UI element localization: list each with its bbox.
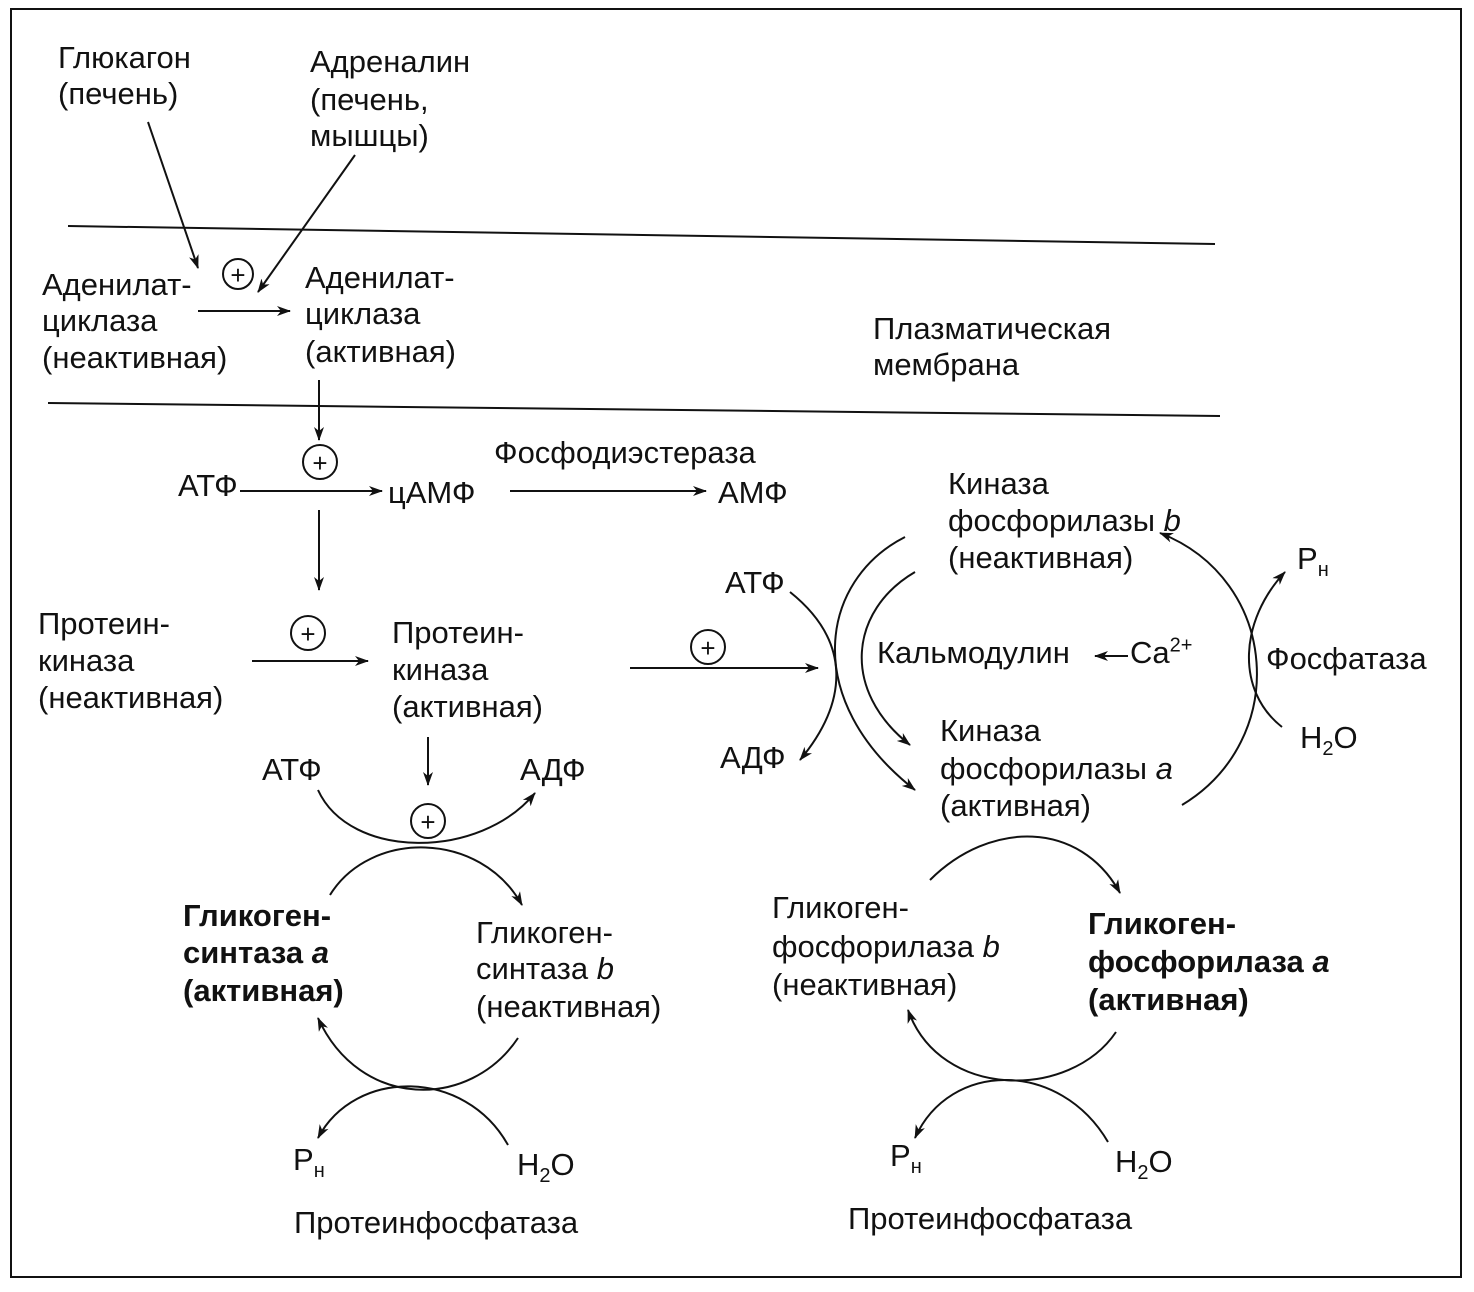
phosphorylase-b-label-2: фосфорилаза b	[772, 929, 1000, 964]
phosphodiesterase-label: Фосфодиэстераза	[494, 435, 756, 470]
phk-atp-label: АТФ	[725, 565, 785, 600]
phk-water-pi-arc	[1248, 571, 1286, 728]
phk-b-label-2: фосфорилазы b	[948, 503, 1181, 538]
synthase-atp-label: АТФ	[262, 752, 322, 787]
cyclase-active-label-1: Аденилат-	[305, 260, 455, 295]
phosphorylase-b-to-a-arc	[929, 835, 1121, 894]
phosphorylase-water-pi-arc	[914, 1079, 1109, 1143]
phosphorylase-b-letter: b	[982, 929, 1000, 964]
phosphorylase-a-letter: a	[1312, 944, 1330, 979]
phosphorylase-b-label-1: Гликоген-	[772, 890, 909, 925]
plus-sign-camp	[302, 444, 338, 480]
phk-pi-label: Pн	[1297, 541, 1329, 582]
synthase-pi-label: Pн	[293, 1142, 325, 1183]
phosphorylase-a-to-b-arc	[907, 1009, 1117, 1082]
synthase-a-label-2: синтаза a	[183, 935, 329, 970]
glucagon-label: Глюкагон	[58, 40, 191, 75]
glucagon-arrow	[147, 121, 199, 269]
plus-sign-kinase	[290, 615, 326, 651]
phk-phosphatase-label: Фосфатаза	[1266, 641, 1427, 676]
glucagon-site-label: (печень)	[58, 76, 179, 111]
kinase-inactive-label-3: (неактивная)	[38, 680, 224, 715]
phk-b-to-a-arc	[834, 536, 916, 791]
synthase-adp-label: АДФ	[520, 752, 586, 787]
synthase-b-letter: b	[596, 951, 615, 986]
plus-glyph-phk: +	[700, 633, 715, 663]
synthase-a-to-b-arc	[329, 846, 523, 906]
synthase-b-label-3: (неактивная)	[476, 989, 662, 1024]
phk-calmodulin-arc	[860, 571, 916, 746]
amp-label: АМФ	[718, 475, 788, 510]
membrane-label-1: Плазматическая	[873, 311, 1112, 346]
synthase-phosphatase-label: Протеинфосфатаза	[294, 1205, 579, 1240]
phosphorylase-b-label-3: (неактивная)	[772, 967, 958, 1002]
phosphorylase-a-label-3: (активная)	[1088, 982, 1249, 1017]
kinase-inactive-label-2: киназа	[38, 643, 135, 678]
plus-sign-synthase	[410, 803, 446, 839]
cyclase-active-label-3: (активная)	[305, 334, 456, 369]
synthase-atp-adp-arc	[317, 789, 536, 844]
camp-label: цАМФ	[388, 475, 476, 510]
phk-a-label-2: фосфорилазы a	[940, 751, 1173, 786]
atp-label-camp: АТФ	[178, 468, 238, 503]
adrenaline-site-label-1: (печень,	[310, 82, 429, 117]
calcium-label: Ca2+	[1130, 634, 1193, 670]
adrenaline-arrow	[257, 154, 356, 293]
plus-sign-cyclase	[222, 258, 254, 290]
kinase-active-label-1: Протеин-	[392, 615, 524, 650]
phk-a-to-b-arc	[1159, 532, 1258, 806]
plus-glyph-camp: +	[312, 448, 327, 478]
phk-b-letter: b	[1163, 503, 1181, 538]
phosphorylase-a-label-1: Гликоген-	[1088, 906, 1237, 941]
cyclase-inactive-label-1: Аденилат-	[42, 267, 192, 302]
phk-b-label-1: Киназа	[948, 466, 1049, 501]
phk-a-label-3: (активная)	[940, 788, 1091, 823]
plus-glyph-synthase: +	[420, 807, 435, 837]
plus-sign-phk	[690, 629, 726, 665]
synthase-a-label-3: (активная)	[183, 973, 344, 1008]
phk-adp-label: АДФ	[720, 740, 786, 775]
phk-a-label-1: Киназа	[940, 713, 1041, 748]
adrenaline-label: Адреналин	[310, 44, 471, 79]
phosphorylase-pi-label: Pн	[890, 1138, 922, 1179]
phk-b-label-3: (неактивная)	[948, 540, 1134, 575]
synthase-water-label: H2O	[517, 1147, 575, 1188]
synthase-water-pi-arc	[317, 1085, 509, 1146]
membrane-outer-line	[67, 225, 1216, 245]
membrane-label-2: мембрана	[873, 347, 1020, 382]
kinase-inactive-label-1: Протеин-	[38, 606, 170, 641]
diagram-frame	[10, 8, 1462, 1278]
kinase-active-label-3: (активная)	[392, 689, 543, 724]
plus-glyph-cyclase: +	[230, 260, 245, 290]
kinase-active-label-2: киназа	[392, 652, 489, 687]
phosphorylase-a-label-2: фосфорилаза a	[1088, 944, 1330, 979]
synthase-b-label-1: Гликоген-	[476, 915, 613, 950]
synthase-a-label-1: Гликоген-	[183, 898, 332, 933]
membrane-inner-line	[47, 402, 1221, 417]
adrenaline-site-label-2: мышцы)	[310, 118, 429, 153]
synthase-b-to-a-arc	[317, 1017, 519, 1091]
synthase-b-label-2: синтаза b	[476, 951, 615, 986]
cyclase-active-label-2: циклаза	[305, 296, 421, 331]
phosphorylase-phosphatase-label: Протеинфосфатаза	[848, 1201, 1133, 1236]
synthase-a-letter: a	[311, 935, 329, 970]
cyclase-inactive-label-2: циклаза	[42, 303, 158, 338]
phosphorylase-water-label: H2O	[1115, 1144, 1173, 1185]
plus-glyph-kinase: +	[300, 619, 315, 649]
calmodulin-label: Кальмодулин	[877, 635, 1070, 670]
phk-a-letter: a	[1155, 751, 1173, 786]
phk-atp-adp-arc	[789, 591, 838, 761]
phk-water-label: H2O	[1300, 720, 1358, 761]
cyclase-inactive-label-3: (неактивная)	[42, 340, 228, 375]
